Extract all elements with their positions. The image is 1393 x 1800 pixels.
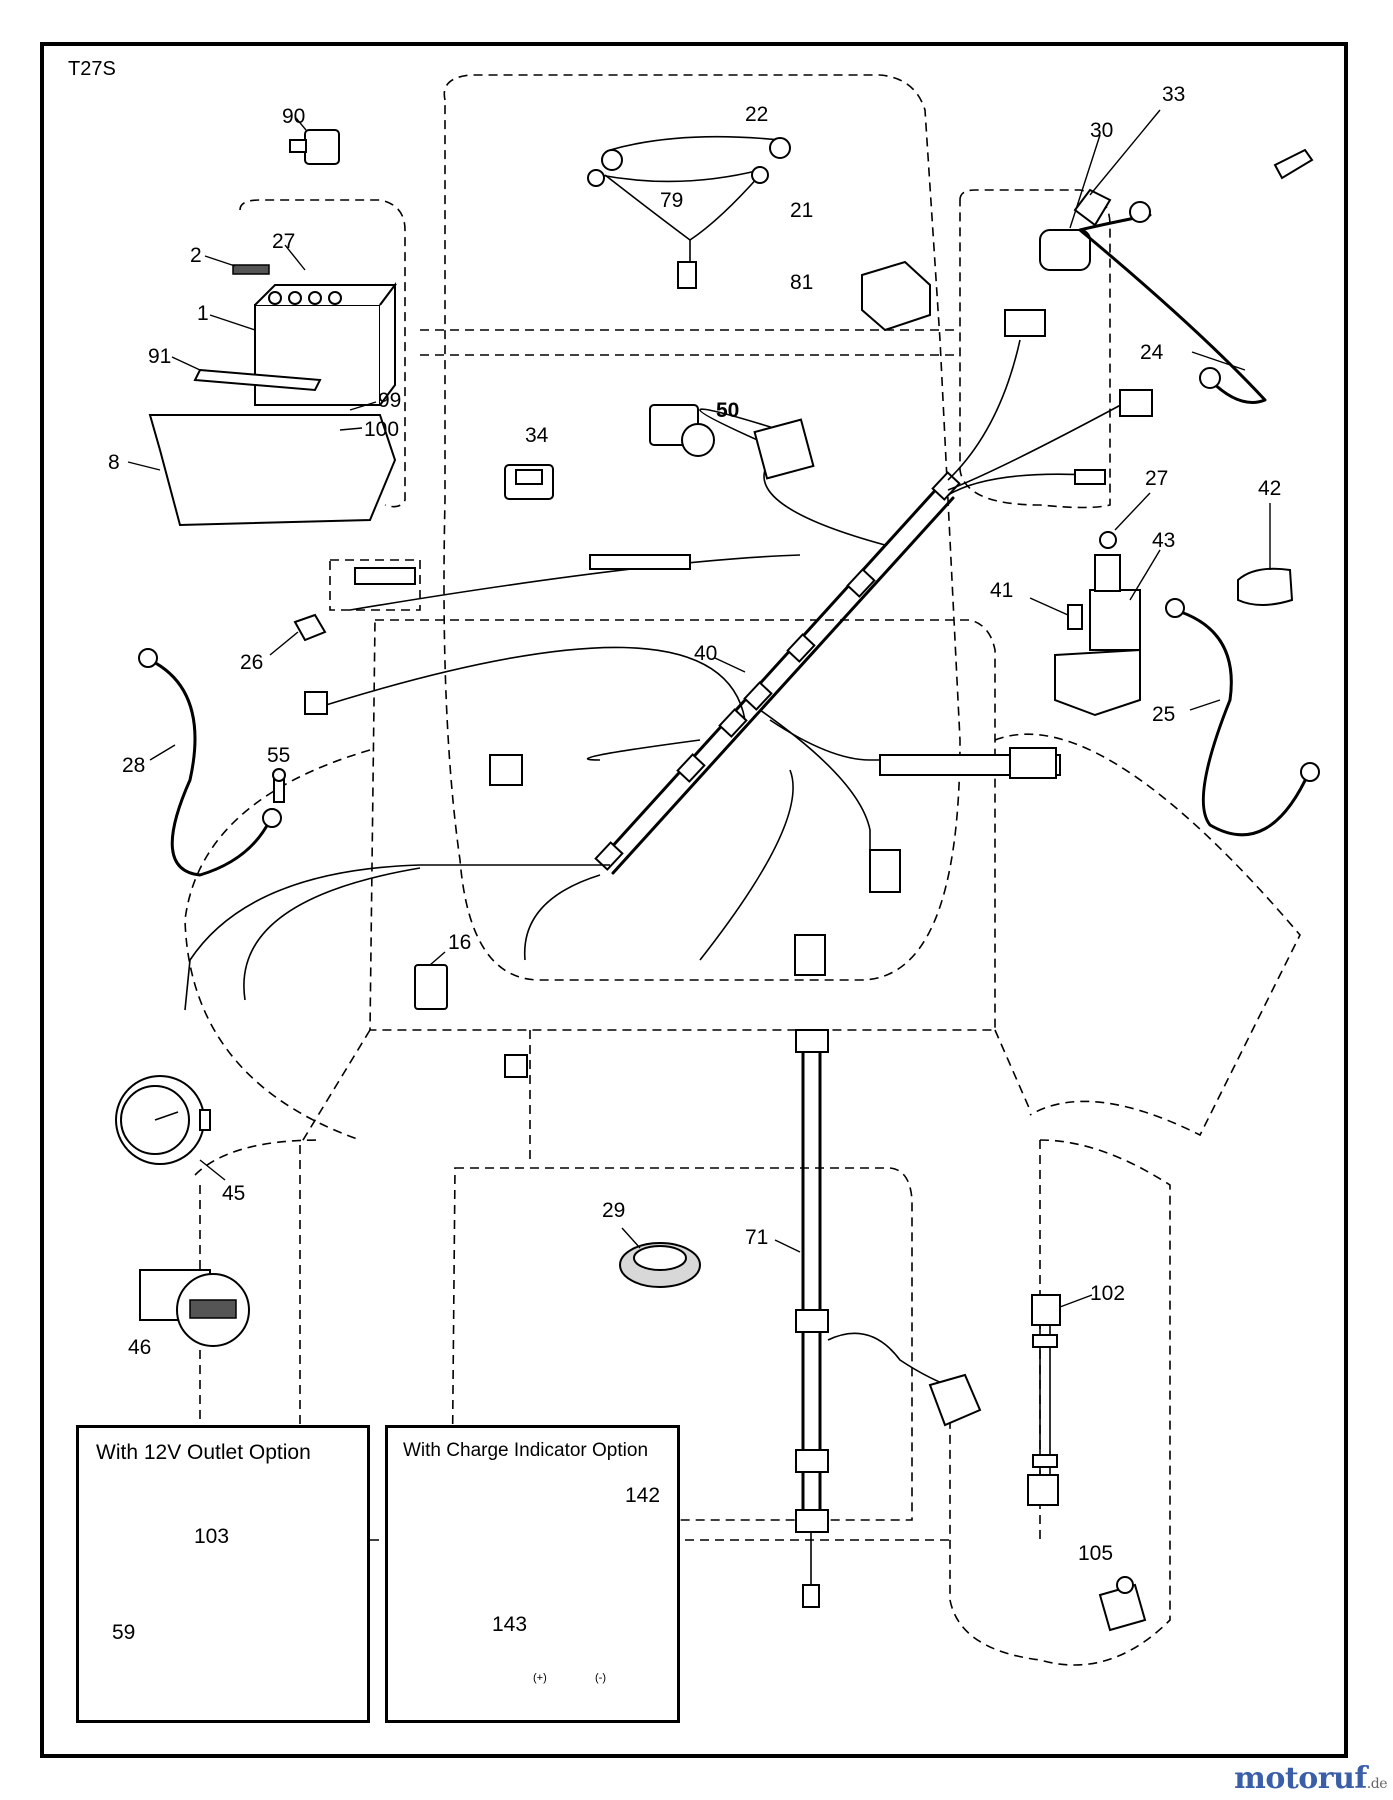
callout-30: 30	[1090, 119, 1114, 142]
charge-option-title: With Charge Indicator Option	[403, 1440, 649, 1461]
callout-26: 26	[240, 651, 264, 674]
callout-21: 21	[790, 199, 814, 222]
outlet-option-inset	[76, 1425, 370, 1723]
callout-71: 71	[745, 1226, 769, 1249]
callout-79: 79	[660, 189, 684, 212]
diagram-frame	[40, 42, 1348, 1758]
callout-42: 42	[1258, 477, 1282, 500]
harness-71	[794, 934, 982, 1608]
callout-142: 142	[625, 1484, 661, 1507]
battery-cable-24	[1078, 148, 1314, 404]
switch-34	[504, 464, 554, 500]
polarity-plus: (+)	[533, 1672, 547, 1684]
callout-25: 25	[1152, 703, 1176, 726]
relay-81	[861, 260, 931, 332]
callout-45: 45	[222, 1182, 246, 1205]
callout-33: 33	[1162, 83, 1186, 106]
callout-105: 105	[1078, 1542, 1114, 1565]
sheet-code: T27S	[68, 58, 116, 80]
hourmeter-46	[139, 1269, 250, 1347]
callout-24: 24	[1140, 341, 1164, 364]
harness-102	[1027, 1294, 1061, 1506]
polarity-minus: (-)	[595, 1672, 606, 1684]
grommet-29	[619, 1242, 701, 1288]
callout-46: 46	[128, 1336, 152, 1359]
watermark-tld: .de	[1366, 1776, 1388, 1792]
callout-143: 143	[492, 1613, 528, 1636]
ignition-switch	[1039, 188, 1112, 271]
callout-55: 55	[267, 744, 291, 767]
callout-41: 41	[990, 579, 1014, 602]
callout-34: 34	[525, 424, 549, 447]
callout-50: 50	[716, 399, 740, 422]
harness-connectors	[304, 309, 1153, 1078]
solenoid-105	[1098, 1576, 1147, 1632]
callout-100: 100	[364, 418, 400, 441]
cable-25	[1165, 598, 1320, 837]
callout-8: 8	[108, 451, 120, 474]
watermark-brand: motoruf	[1234, 1761, 1367, 1796]
callout-103: 103	[194, 1525, 230, 1548]
solenoid-43	[1054, 531, 1141, 717]
callout-27b: 27	[1145, 467, 1169, 490]
callout-29: 29	[602, 1199, 626, 1222]
callout-90: 90	[282, 105, 306, 128]
terminal-boot-42	[1237, 567, 1294, 606]
callout-2: 2	[190, 244, 202, 267]
fuse-26	[293, 613, 327, 642]
callout-81: 81	[790, 271, 814, 294]
switch-50	[649, 404, 715, 457]
outlet-option-title: With 12V Outlet Option	[96, 1441, 311, 1464]
callout-59: 59	[112, 1621, 136, 1644]
callout-28: 28	[122, 754, 146, 777]
callout-27a: 27	[272, 230, 296, 253]
callout-99: 99	[378, 389, 402, 412]
callout-22: 22	[745, 103, 769, 126]
watermark: motoruf.de	[1234, 1761, 1387, 1796]
callout-16: 16	[448, 931, 472, 954]
switch-16	[414, 964, 448, 1010]
callout-43: 43	[1152, 529, 1176, 552]
callout-40: 40	[694, 642, 718, 665]
battery-assembly	[148, 129, 397, 527]
charge-option-inset	[385, 1425, 680, 1723]
gauge-45	[115, 1075, 211, 1165]
callout-1: 1	[197, 302, 209, 325]
callout-91: 91	[148, 345, 172, 368]
callout-102: 102	[1090, 1282, 1126, 1305]
headlight-assembly	[587, 135, 791, 289]
cable-28	[138, 648, 282, 877]
screw-55	[272, 768, 286, 803]
